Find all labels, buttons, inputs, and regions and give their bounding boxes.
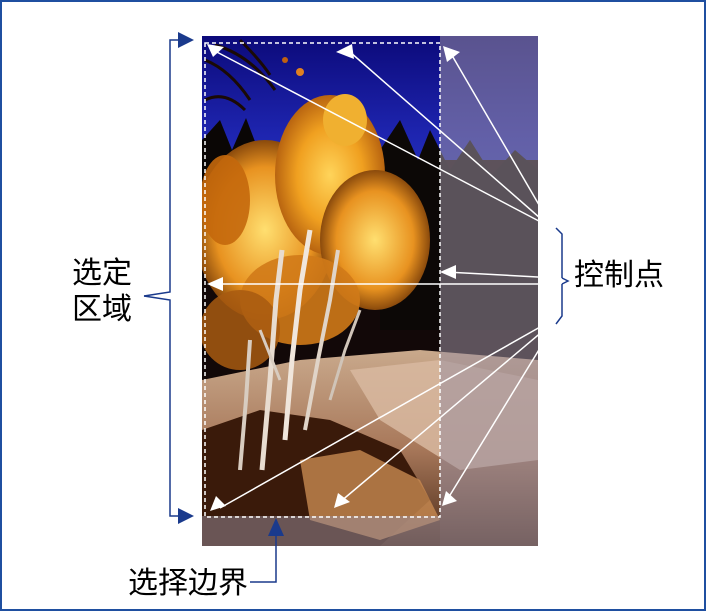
white-arrowhead-icon (210, 496, 226, 511)
selected-area-label-line1: 选定 (72, 256, 132, 291)
control-points-label: 控制点 (574, 258, 664, 293)
white-arrowhead-icon (207, 277, 223, 291)
white-arrowhead-icon (440, 265, 456, 279)
control-points-bracket (555, 227, 570, 325)
blue-arrowhead-icon (178, 32, 194, 48)
selected-area-bracket (143, 39, 178, 517)
selected-area-label: 选定 区域 (72, 256, 132, 328)
control-point-leaders (212, 49, 557, 509)
blue-arrowhead-icon (268, 518, 284, 536)
selection-border-callout (250, 536, 277, 583)
white-arrowhead-icon (442, 491, 457, 506)
selection-border-label: 选择边界 (128, 566, 248, 601)
blue-arrowhead-icon (178, 508, 194, 524)
selected-area-label-line2: 区域 (72, 292, 132, 327)
white-arrowhead-icon (207, 44, 224, 57)
white-arrowhead-icon (336, 44, 354, 59)
white-arrowhead-icon (443, 46, 460, 62)
selection-marquee (204, 42, 441, 518)
landscape-photo (202, 36, 538, 546)
white-arrowhead-icon (334, 493, 350, 508)
control-points (207, 44, 460, 511)
